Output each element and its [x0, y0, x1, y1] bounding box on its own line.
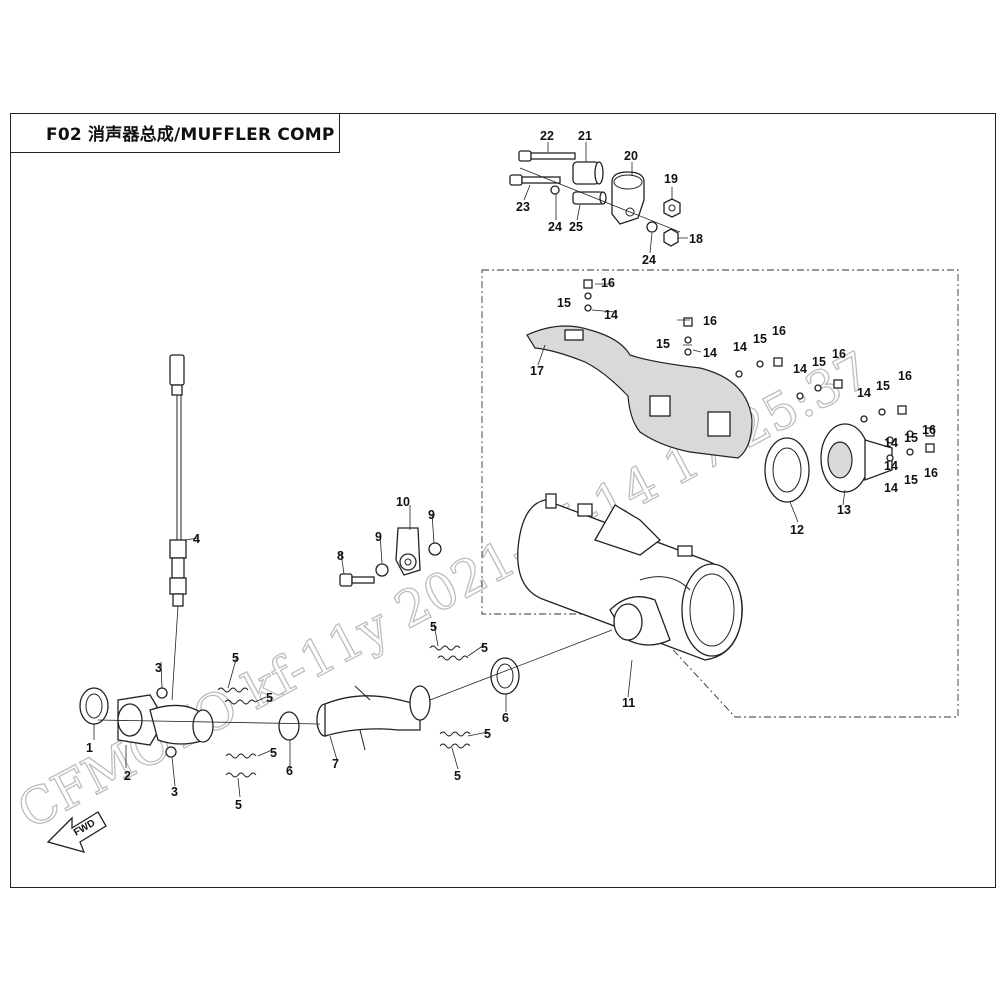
- gasket-12: [764, 437, 810, 503]
- washer-24a: [550, 185, 560, 195]
- nut-3b: [165, 746, 177, 758]
- callout-13: 13: [837, 503, 851, 517]
- callout-5: 5: [270, 746, 277, 760]
- callout-1: 1: [86, 741, 93, 755]
- callout-16: 16: [772, 324, 786, 338]
- callout-labels: 1 2 3 3 4 5 5 5 5 5 5 5 5 6 6 7 8 9 9 10…: [86, 129, 938, 812]
- mid-pipe-7: [316, 685, 431, 751]
- callout-21: 21: [578, 129, 592, 143]
- callout-15: 15: [753, 332, 767, 346]
- callout-16: 16: [922, 423, 936, 437]
- callout-3: 3: [171, 785, 178, 799]
- o2-centerline: [171, 605, 179, 701]
- sleeve-6a: [278, 711, 300, 741]
- muffler-body-11: [517, 493, 743, 661]
- nut-3a: [156, 687, 168, 699]
- assembly-outline: [481, 269, 959, 718]
- callout-16: 16: [898, 369, 912, 383]
- callout-6: 6: [286, 764, 293, 778]
- callout-16: 16: [924, 466, 938, 480]
- callout-15: 15: [557, 296, 571, 310]
- callout-18: 18: [689, 232, 703, 246]
- bolt-23: [509, 174, 561, 186]
- callout-5: 5: [484, 727, 491, 741]
- callout-12: 12: [790, 523, 804, 537]
- callout-15: 15: [812, 355, 826, 369]
- callout-5: 5: [454, 769, 461, 783]
- callout-24: 24: [548, 220, 562, 234]
- washer-9b: [428, 542, 442, 556]
- diagram-frame: [10, 113, 996, 888]
- bushing-21: [572, 161, 604, 185]
- diagram-title: F02 消声器总成/MUFFLER COMP: [10, 113, 340, 153]
- callout-14: 14: [857, 386, 871, 400]
- washer-24b: [646, 221, 658, 233]
- nut-18: [663, 228, 679, 247]
- bolt-8: [339, 573, 375, 587]
- callout-15: 15: [656, 337, 670, 351]
- bracket-20: [611, 171, 645, 225]
- gasket-1: [79, 687, 109, 725]
- callout-9: 9: [375, 530, 382, 544]
- callout-24: 24: [642, 253, 656, 267]
- callout-14: 14: [884, 436, 898, 450]
- callout-16: 16: [832, 347, 846, 361]
- callout-22: 22: [540, 129, 554, 143]
- callout-15: 15: [904, 473, 918, 487]
- callout-14: 14: [604, 308, 618, 322]
- pipe-centerline: [97, 629, 613, 725]
- callout-6: 6: [502, 711, 509, 725]
- callout-11: 11: [622, 696, 635, 710]
- gasket-6b: [490, 657, 520, 695]
- callout-15: 15: [904, 431, 918, 445]
- callout-14: 14: [703, 346, 717, 360]
- callout-10: 10: [396, 495, 410, 509]
- callout-8: 8: [337, 549, 344, 563]
- springs-5: [217, 645, 471, 778]
- nut-19: [663, 198, 681, 218]
- callout-14: 14: [884, 481, 898, 495]
- callout-3: 3: [155, 661, 162, 675]
- callout-5: 5: [235, 798, 242, 812]
- callout-19: 19: [664, 172, 678, 186]
- bracket-10: [395, 527, 421, 576]
- callout-7: 7: [332, 757, 339, 771]
- end-cap-13: [820, 423, 893, 493]
- header-flange-2: [117, 694, 214, 746]
- bracket-centerline: [519, 167, 681, 233]
- callout-16: 16: [601, 276, 615, 290]
- o2-sensor-4: [169, 354, 187, 607]
- callout-5: 5: [481, 641, 488, 655]
- callout-14: 14: [884, 459, 898, 473]
- callout-14: 14: [733, 340, 747, 354]
- callout-17: 17: [530, 364, 544, 378]
- bolt-22: [518, 150, 576, 162]
- callout-2: 2: [124, 769, 131, 783]
- heat-shield-17: [526, 325, 753, 459]
- callout-5: 5: [430, 620, 437, 634]
- callout-14: 14: [793, 362, 807, 376]
- washer-9a: [375, 563, 389, 577]
- callout-16: 16: [703, 314, 717, 328]
- collar-25: [572, 191, 607, 205]
- leader-lines: [93, 142, 846, 798]
- callout-5: 5: [266, 691, 273, 705]
- callout-20: 20: [624, 149, 638, 163]
- callout-23: 23: [516, 200, 530, 214]
- callout-15: 15: [876, 379, 890, 393]
- callout-9: 9: [428, 508, 435, 522]
- callout-4: 4: [193, 532, 200, 546]
- fastener-set: [583, 279, 935, 462]
- callout-5: 5: [232, 651, 239, 665]
- callout-25: 25: [569, 220, 583, 234]
